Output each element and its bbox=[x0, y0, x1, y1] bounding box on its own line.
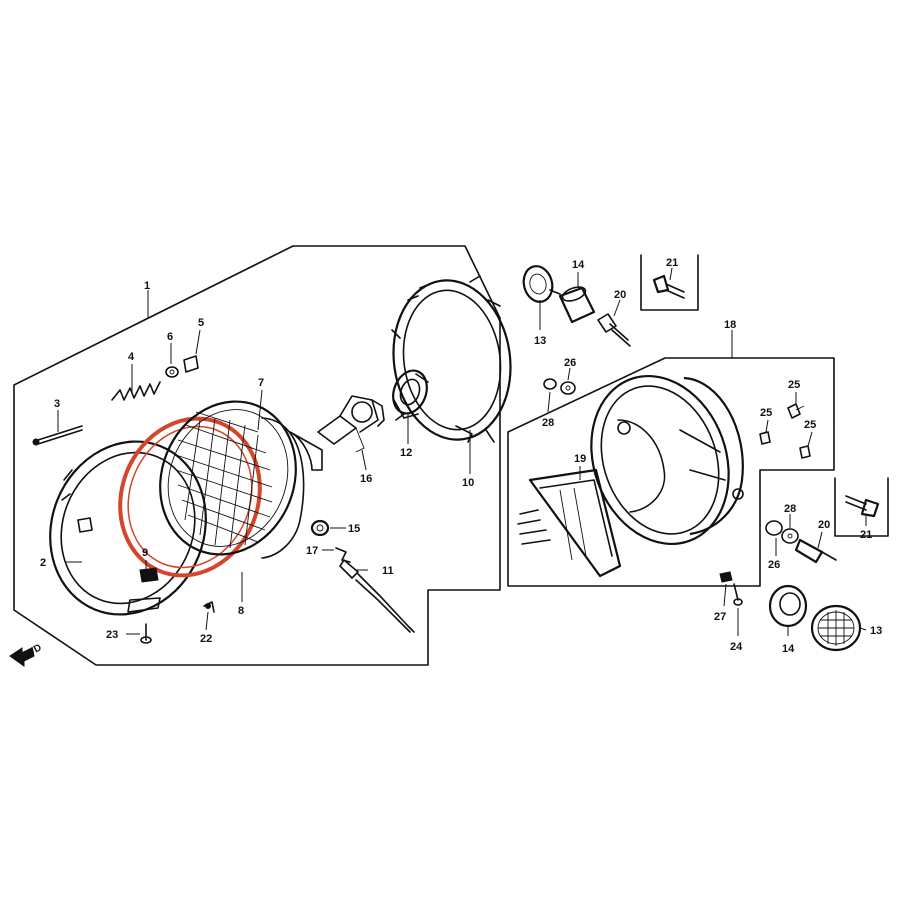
callout-28-bottom: 28 bbox=[784, 503, 796, 515]
screw-part-22 bbox=[203, 601, 215, 613]
callout-12: 12 bbox=[400, 447, 412, 459]
callout-9: 9 bbox=[142, 547, 148, 559]
bolt-part-23 bbox=[140, 623, 152, 644]
position-bulb-part-11 bbox=[339, 559, 415, 633]
callout-1: 1 bbox=[144, 280, 150, 292]
callout-20-bottom: 20 bbox=[818, 519, 830, 531]
callout-16: 16 bbox=[360, 473, 372, 485]
box-21-right bbox=[834, 477, 889, 537]
callout-10: 10 bbox=[462, 477, 474, 489]
box-21-top bbox=[640, 254, 699, 311]
grommet-part-15 bbox=[310, 519, 330, 537]
bolt-part-21-top bbox=[652, 274, 685, 299]
screw-part-25-a bbox=[787, 403, 805, 419]
wire-connector bbox=[517, 468, 622, 578]
headlight-case bbox=[590, 374, 744, 546]
bolt-part-21-bottom bbox=[845, 495, 880, 518]
callout-27: 27 bbox=[714, 611, 726, 623]
adjusting-screw-long bbox=[32, 425, 83, 446]
callout-21-top: 21 bbox=[666, 257, 678, 269]
callout-25-b: 25 bbox=[760, 407, 772, 419]
callout-17: 17 bbox=[306, 545, 318, 557]
callout-18: 18 bbox=[724, 319, 736, 331]
bolt-part-20-bottom bbox=[794, 538, 837, 564]
headlight-bulb bbox=[317, 395, 385, 453]
rubber-gasket-highlight bbox=[118, 416, 262, 578]
callout-8: 8 bbox=[238, 605, 244, 617]
callout-26-bottom: 26 bbox=[768, 559, 780, 571]
callout-15: 15 bbox=[348, 523, 360, 535]
washers-part-26-28-top bbox=[543, 378, 576, 395]
clip-part-17 bbox=[335, 547, 351, 563]
callout-21-bottom: 21 bbox=[860, 529, 872, 541]
callout-13-bottom: 13 bbox=[870, 625, 882, 637]
group-18-outline bbox=[507, 357, 835, 587]
screw-part-24 bbox=[733, 583, 743, 606]
callout-22: 22 bbox=[200, 633, 212, 645]
headlight-unit bbox=[159, 400, 323, 559]
fwd-label: FWD bbox=[18, 642, 43, 662]
callout-11: 11 bbox=[382, 565, 394, 577]
callout-25-a: 25 bbox=[788, 379, 800, 391]
headlight-rim bbox=[49, 440, 207, 616]
callout-25-c: 25 bbox=[804, 419, 816, 431]
callout-26-top: 26 bbox=[564, 357, 576, 369]
rubber-part-13-top bbox=[522, 265, 561, 303]
callout-2: 2 bbox=[40, 557, 46, 569]
clip-part-5 bbox=[183, 355, 199, 373]
group-1-outline bbox=[13, 245, 501, 666]
callout-4: 4 bbox=[128, 351, 135, 363]
callout-19: 19 bbox=[574, 453, 586, 465]
callout-20-top: 20 bbox=[614, 289, 626, 301]
collar-part-14-bottom bbox=[768, 584, 808, 628]
mounting-ring bbox=[391, 275, 512, 443]
adjusting-spring bbox=[111, 381, 161, 401]
callout-5: 5 bbox=[198, 317, 204, 329]
fwd-arrow: FWD bbox=[9, 642, 44, 667]
screw-part-25-c bbox=[799, 445, 811, 459]
nut-part-27 bbox=[719, 571, 733, 583]
callout-13-top: 13 bbox=[534, 335, 546, 347]
bulb-socket bbox=[392, 369, 429, 419]
callout-labels: 1 2 3 4 5 6 7 8 9 10 11 12 13 13 14 14 1… bbox=[40, 257, 882, 655]
callout-23: 23 bbox=[106, 629, 118, 641]
callout-14-bottom: 14 bbox=[782, 643, 795, 655]
collar-part-14-top bbox=[558, 286, 596, 324]
nut-part-6 bbox=[165, 366, 179, 378]
bolt-part-20-top bbox=[597, 313, 631, 347]
callout-28-top: 28 bbox=[542, 417, 554, 429]
bracket-part-9 bbox=[139, 567, 159, 583]
leader-lines bbox=[57, 267, 867, 636]
washers-part-26-28-bottom bbox=[765, 520, 799, 544]
callout-6: 6 bbox=[167, 331, 173, 343]
callout-7: 7 bbox=[258, 377, 264, 389]
screw-part-25-b bbox=[759, 431, 771, 445]
reflector-part-13-bottom bbox=[810, 604, 862, 652]
callout-14-top: 14 bbox=[572, 259, 585, 271]
callout-3: 3 bbox=[54, 398, 60, 410]
callout-24: 24 bbox=[730, 641, 743, 653]
